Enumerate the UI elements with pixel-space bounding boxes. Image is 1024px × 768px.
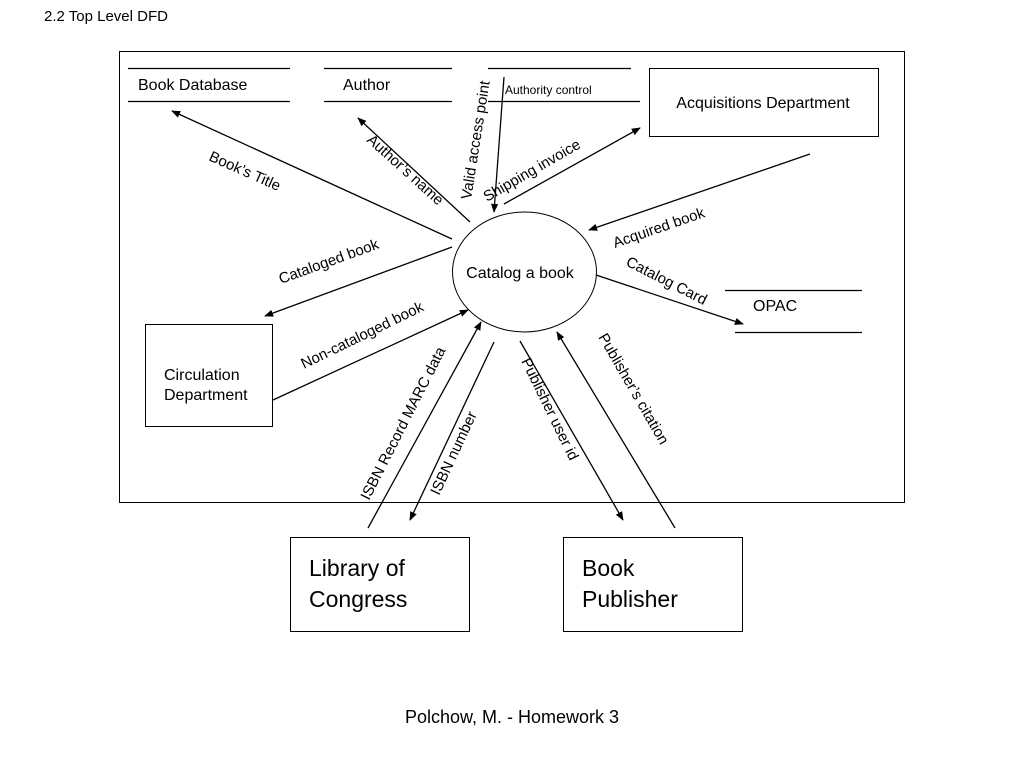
library-of-congress-line1: Library of <box>309 555 405 581</box>
flow-cataloged-book-arrow <box>264 246 453 317</box>
flow-shipping-invoice-arrow <box>503 127 641 205</box>
data-store-book-database[interactable]: Book Database <box>128 67 290 103</box>
flow-non-cataloged-book-arrow <box>272 309 469 401</box>
entity-library-of-congress[interactable]: Library of Congress <box>290 537 470 632</box>
book-publisher-line1: Book <box>582 555 635 581</box>
authority-control-label: Authority control <box>505 83 592 97</box>
footer-credit: Polchow, M. - Homework 3 <box>405 707 619 727</box>
flow-isbn-number-arrow <box>409 341 495 521</box>
acquisitions-label: Acquisitions Department <box>676 95 850 112</box>
opac-label: OPAC <box>753 298 797 315</box>
data-store-opac[interactable]: OPAC <box>725 289 862 334</box>
flow-publisher-user-id-arrow <box>519 340 624 521</box>
circulation-label-line2: Department <box>164 387 248 404</box>
author-label: Author <box>343 77 391 94</box>
data-store-author[interactable]: Author <box>324 67 452 103</box>
page-title: 2.2 Top Level DFD <box>44 8 168 25</box>
process-catalog-a-book[interactable]: Catalog a book <box>452 211 597 333</box>
flow-publishers-citation-arrow <box>556 331 676 529</box>
circulation-label-line1: Circulation <box>164 367 240 384</box>
flow-authors-name-arrow <box>357 117 471 223</box>
entity-book-publisher[interactable]: Book Publisher <box>563 537 743 632</box>
flow-valid-access-point-arrow <box>491 76 505 213</box>
flow-books-title-arrow <box>171 110 453 240</box>
library-of-congress-line2: Congress <box>309 586 407 612</box>
process-label: Catalog a book <box>466 265 575 282</box>
entity-circulation-department[interactable]: Circulation Department <box>145 324 273 427</box>
flow-acquired-book-arrow <box>588 153 811 231</box>
entity-acquisitions-department[interactable]: Acquisitions Department <box>649 68 879 137</box>
book-publisher-line2: Publisher <box>582 586 678 612</box>
data-store-authority-control[interactable]: Authority control <box>488 67 640 103</box>
flow-isbn-record-marc-arrow <box>367 321 482 529</box>
book-database-label: Book Database <box>138 77 248 94</box>
flow-catalog-card-arrow <box>595 274 744 325</box>
